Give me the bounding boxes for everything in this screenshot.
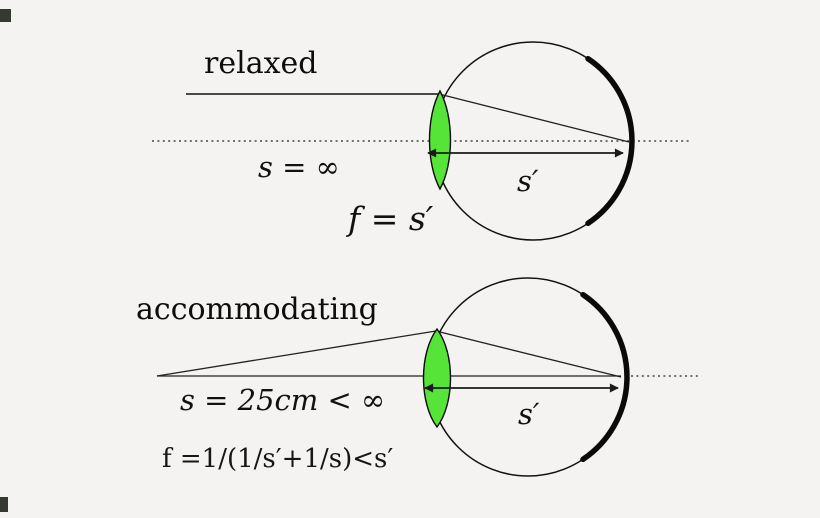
scan-artifact-top-left [0,9,11,22]
relaxed-title: relaxed [204,46,317,81]
accommodating-object-distance-label: s = 25cm < ∞ [180,383,385,417]
accommodating-diverging-ray [156,330,437,377]
relaxed-retina-arc [585,55,635,227]
relaxed-object-distance-label: s = ∞ [258,150,340,184]
accommodating-eye-diagram: accommodating s = 25cm < ∞ s′ f =1/(1/s′… [136,277,699,477]
relaxed-eye-diagram: relaxed s = ∞ s′ f = s′ [152,41,691,241]
accommodating-title: accommodating [136,292,378,327]
accommodating-lens [422,327,452,429]
scan-artifact-bottom-left [0,497,8,512]
relaxed-lens [428,89,452,191]
accommodating-retina-arc [580,291,630,463]
accommodating-focal-length-label: f =1/(1/s′+1/s)<s′ [162,444,393,474]
relaxed-focal-length-label: f = s′ [345,199,434,238]
accommodating-refracted-ray [435,330,622,378]
relaxed-refracted-ray [438,93,630,143]
accommodating-image-distance-label: s′ [518,397,540,431]
relaxed-image-distance-label: s′ [517,164,539,198]
